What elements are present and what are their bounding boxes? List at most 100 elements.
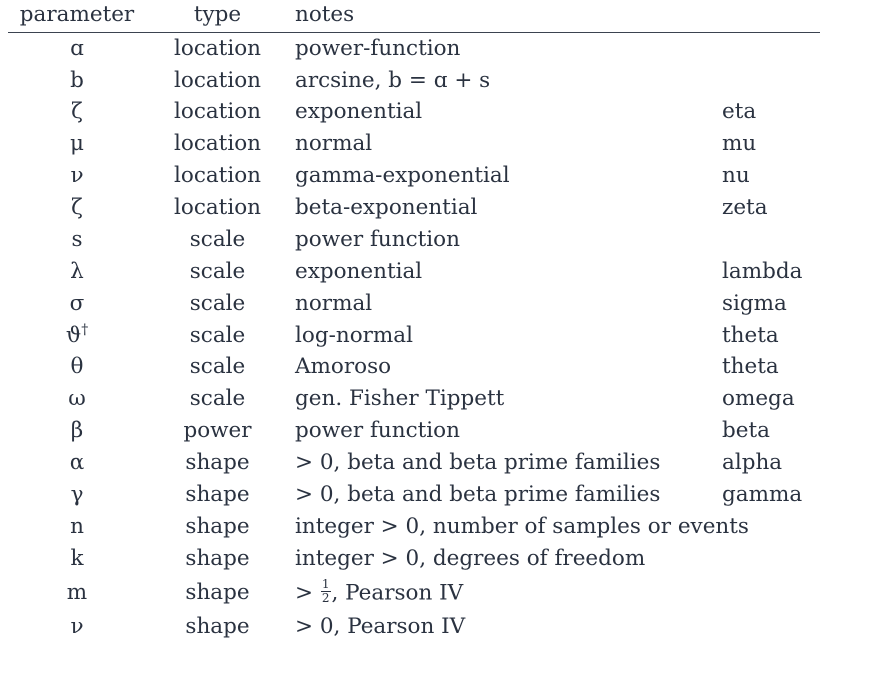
table-row: ζ location exponential eta (0, 96, 877, 128)
parameter-notes: integer > 0, degrees of freedom (295, 545, 646, 571)
table-row: ɑ location power-function (0, 33, 877, 65)
parameter-notes: arcsine, b = ɑ + s (295, 67, 491, 93)
parameter-notes: > 0, Pearson IV (295, 613, 466, 639)
parameter-notes: gen. Fisher Tippett (295, 386, 505, 412)
parameter-name: gamma (722, 481, 803, 507)
table-row: σ scale normal sigma (0, 288, 877, 320)
parameter-notes: log-normal (295, 322, 413, 348)
parameter-symbol: n (70, 513, 84, 539)
parameter-name: zeta (722, 195, 768, 221)
parameter-name (722, 574, 877, 610)
table-header: parameter type notes (0, 0, 877, 33)
table-row: θ scale Amoroso theta (0, 351, 877, 383)
parameter-type: location (174, 35, 261, 61)
parameter-type: location (174, 131, 261, 157)
table-row: ζ location beta-exponential zeta (0, 192, 877, 224)
parameter-type: scale (189, 290, 246, 316)
parameter-name: theta (722, 354, 779, 380)
parameter-type: location (174, 67, 261, 93)
parameter-notes: power function (295, 226, 460, 252)
parameter-symbol: σ (69, 290, 85, 316)
parameter-symbol: λ (70, 258, 84, 284)
parameter-name (722, 224, 877, 256)
parameter-type: scale (189, 386, 246, 412)
parameter-type: shape (185, 481, 250, 507)
parameter-symbol: k (70, 545, 84, 571)
parameter-symbol: β (70, 418, 84, 444)
parameter-notes: power function (295, 418, 460, 444)
parameter-symbol: ϑ† (65, 321, 89, 348)
parameter-type: shape (185, 613, 250, 639)
parameter-notes: > 0, beta and beta prime families (295, 481, 661, 507)
parameter-name (722, 64, 877, 96)
parameter-notes: normal (295, 290, 373, 316)
header-rule-row (0, 31, 877, 33)
parameter-name (722, 611, 877, 643)
parameter-symbol: s (71, 226, 83, 252)
parameter-symbol: α (69, 450, 85, 476)
parameter-name: beta (722, 418, 770, 444)
parameter-name: eta (722, 99, 757, 125)
parameter-notes: beta-exponential (295, 195, 478, 221)
table-row: k shape integer > 0, degrees of freedom (0, 543, 877, 575)
table-row: ϑ† scale log-normal theta (0, 319, 877, 351)
parameter-notes: exponential (295, 258, 423, 284)
header-horizontal-rule (8, 31, 820, 33)
parameter-symbol: b (70, 67, 84, 93)
parameter-type: shape (185, 580, 250, 606)
parameter-name: mu (722, 131, 757, 157)
column-header-notes: notes (295, 2, 355, 27)
parameter-name: omega (722, 386, 795, 412)
parameter-notes: integer > 0, number of samples or events (295, 513, 749, 539)
column-header-type: type (193, 2, 242, 27)
parameter-notes: power-function (295, 35, 461, 61)
parameter-notes: Amoroso (295, 354, 392, 380)
table-row: β power power function beta (0, 415, 877, 447)
parameter-type: scale (189, 322, 246, 348)
parameter-type: location (174, 195, 261, 221)
parameter-name: nu (722, 163, 750, 189)
parameter-type: location (174, 163, 261, 189)
parameter-notes: > 0, beta and beta prime families (295, 450, 661, 476)
parameter-name: alpha (722, 450, 783, 476)
parameter-symbol: μ (70, 131, 84, 157)
parameter-name: theta (722, 322, 779, 348)
parameter-table: parameter type notes ɑ location power-func… (0, 0, 877, 643)
parameter-type: scale (189, 226, 246, 252)
parameter-notes: exponential (295, 99, 423, 125)
table-header-row: parameter type notes (0, 0, 877, 32)
table-row: μ location normal mu (0, 128, 877, 160)
parameter-type: scale (189, 258, 246, 284)
parameter-symbol: ζ (71, 195, 83, 221)
table-body: ɑ location power-function b location arcsine,… (0, 33, 877, 643)
parameter-symbol: ζ (71, 99, 83, 125)
parameter-type: shape (185, 545, 250, 571)
parameter-name: sigma (722, 290, 787, 316)
dagger-marker: † (81, 321, 89, 338)
table-row: b location arcsine, b = ɑ + s (0, 64, 877, 96)
parameter-type: scale (189, 354, 246, 380)
parameter-symbol: ω (68, 386, 86, 412)
parameter-symbol: ɑ (70, 35, 84, 61)
parameter-type: location (174, 99, 261, 125)
column-header-name (722, 0, 877, 32)
parameter-name (722, 543, 877, 575)
parameter-type: power (183, 418, 252, 444)
parameter-name (722, 33, 877, 65)
parameter-type: shape (185, 513, 250, 539)
parameter-symbol: θ (70, 354, 84, 380)
table-row: s scale power function (0, 224, 877, 256)
parameter-notes: gamma-exponential (295, 163, 510, 189)
parameter-notes: normal (295, 131, 373, 157)
table-row: n shape integer > 0, number of samples or … (0, 511, 877, 543)
header-rule-cell (0, 31, 877, 33)
parameter-symbol: m (66, 580, 88, 606)
